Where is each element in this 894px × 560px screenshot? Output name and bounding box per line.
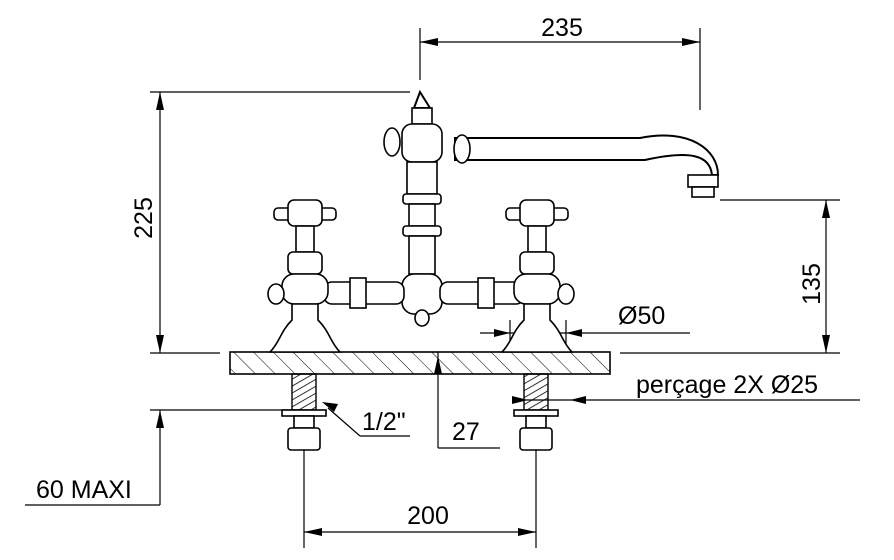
dim-offset: 27 [434, 352, 500, 449]
dim-hole-drilling: perçage 2X Ø25 [512, 371, 860, 404]
hole-drilling-label: perçage 2X Ø25 [636, 371, 818, 399]
centers-label: 200 [407, 502, 449, 530]
dim-spout-height: 135 [720, 199, 840, 353]
counter-deck [150, 351, 840, 375]
left-valve [267, 199, 342, 353]
spout-reach-label: 235 [541, 14, 583, 42]
max-deck-label: 60 MAXI [36, 476, 132, 504]
dim-thread: 1/2" [322, 402, 410, 437]
central-column [383, 89, 443, 327]
spout-height-label: 135 [798, 263, 826, 305]
dim-spout-reach: 235 [419, 14, 701, 110]
left-shank [281, 373, 327, 451]
dim-max-deck: 60 MAXI [25, 409, 300, 506]
bridge-pipe [323, 277, 525, 309]
overall-height-label: 225 [130, 197, 158, 239]
thread-label: 1/2" [362, 408, 406, 436]
right-shank [513, 373, 559, 451]
spout [453, 134, 720, 198]
offset-label: 27 [452, 418, 480, 446]
dim-base-diameter: Ø50 [480, 302, 690, 345]
base-diameter-label: Ø50 [618, 302, 665, 330]
right-valve [500, 199, 575, 353]
dim-overall-height: 225 [130, 91, 410, 353]
dim-centers: 200 [303, 450, 537, 548]
